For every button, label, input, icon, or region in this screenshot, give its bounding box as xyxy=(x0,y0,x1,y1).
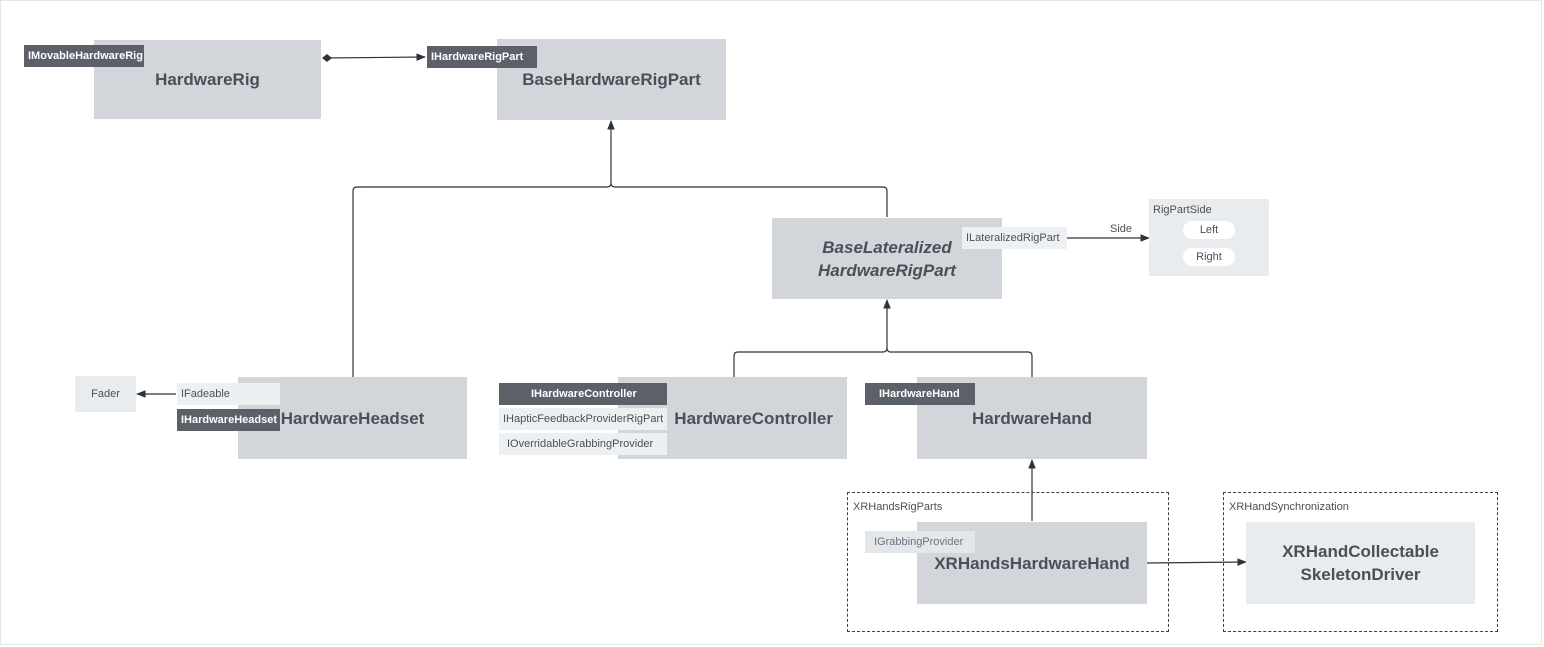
ilateralized-rig-part-interface[interactable]: ILateralizedRigPart xyxy=(962,227,1067,249)
controller-inheritance-connector xyxy=(733,299,891,377)
package-title: XRHandSynchronization xyxy=(1229,501,1349,513)
hand-inheritance-connector xyxy=(886,347,1033,377)
xr-hand-collectable-skeleton-driver-class[interactable]: XRHandCollectable SkeletonDriver xyxy=(1246,522,1475,604)
skeleton-driver-connector xyxy=(1146,558,1247,566)
headset-inheritance-connector xyxy=(352,120,615,377)
fader-class[interactable]: Fader xyxy=(75,376,136,412)
class-name: XRHandCollectable SkeletonDriver xyxy=(1282,542,1439,584)
ioverridable-grabbing-provider-interface[interactable]: IOverridableGrabbingProvider xyxy=(499,433,667,455)
imovable-hardware-rig-interface[interactable]: IMovableHardwareRig xyxy=(24,45,144,67)
xr-hand-synchronization-package[interactable]: XRHandSynchronization xyxy=(1223,492,1498,632)
enum-title: RigPartSide xyxy=(1153,204,1212,216)
enum-value-left: Left xyxy=(1183,221,1235,239)
enum-value-right: Right xyxy=(1183,248,1235,266)
xr-hands-rig-parts-package[interactable]: XRHandsRigParts xyxy=(847,492,1169,632)
igrabbing-provider-interface[interactable]: IGrabbingProvider xyxy=(865,531,975,553)
ifadeable-interface[interactable]: IFadeable xyxy=(177,383,280,405)
side-edge-label: Side xyxy=(1110,223,1133,235)
class-name: Fader xyxy=(91,388,120,400)
ihardware-controller-interface[interactable]: IHardwareController xyxy=(499,383,667,405)
class-name: HardwareHand xyxy=(972,408,1092,428)
ihardware-hand-interface[interactable]: IHardwareHand xyxy=(865,383,975,405)
ihardware-rig-part-interface[interactable]: IHardwareRigPart xyxy=(427,46,537,68)
class-name: HardwareController xyxy=(674,408,833,428)
class-name: BaseHardwareRigPart xyxy=(522,70,701,89)
class-name: XRHandsHardwareHand xyxy=(934,553,1130,573)
composition-connector xyxy=(322,53,426,61)
rig-part-side-enum[interactable]: RigPartSide Left Right xyxy=(1149,199,1269,276)
ihardware-headset-interface[interactable]: IHardwareHeadset xyxy=(177,409,280,431)
composition-diamond xyxy=(322,54,332,62)
class-name: HardwareHeadset xyxy=(280,408,425,428)
package-title: XRHandsRigParts xyxy=(853,501,943,513)
lateralized-inheritance-connector xyxy=(610,182,888,217)
class-name: HardwareRig xyxy=(155,70,260,89)
ihaptic-feedback-provider-interface[interactable]: IHapticFeedbackProviderRigPart xyxy=(499,408,667,430)
class-name: BaseLateralized HardwareRigPart xyxy=(818,237,956,280)
